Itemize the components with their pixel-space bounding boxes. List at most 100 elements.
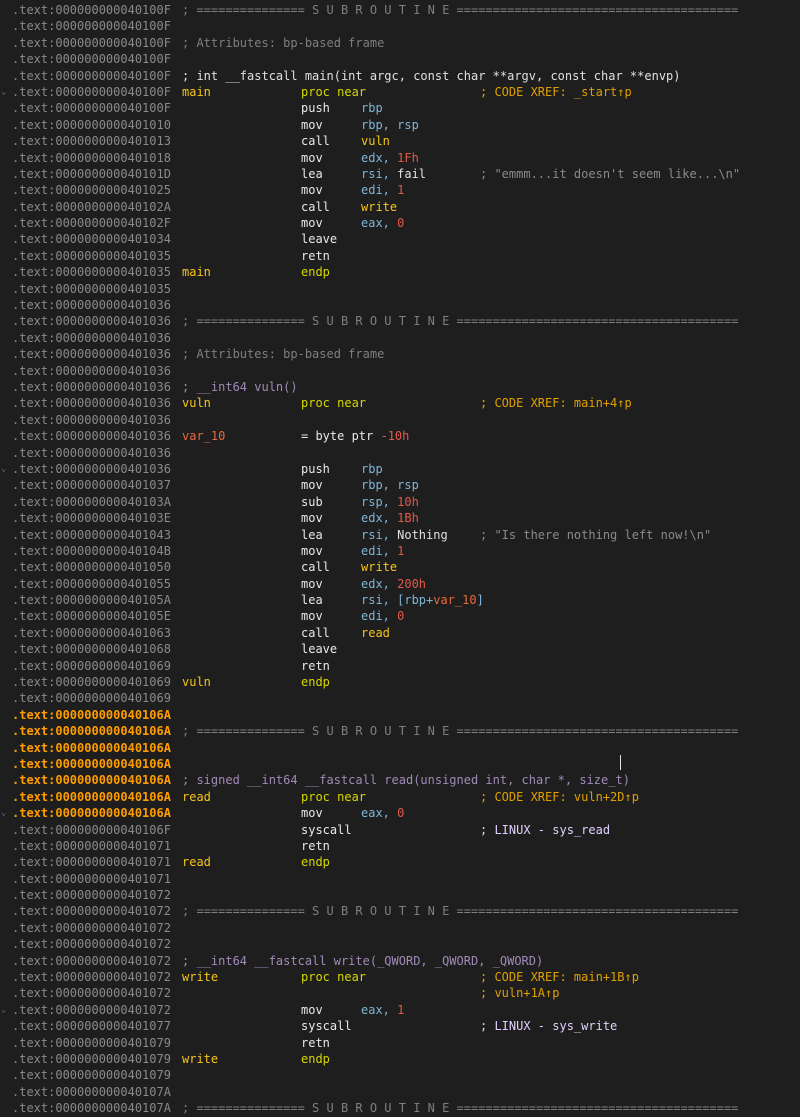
address[interactable]: .text:0000000000401071 [12,855,171,870]
listing-line[interactable]: .text:0000000000401036 [0,363,800,379]
listing-line[interactable]: .text:0000000000401036; Attributes: bp-b… [0,346,800,362]
address[interactable]: .text:0000000000401072 [12,1002,171,1017]
operand[interactable]: eax, 0 [361,805,404,821]
listing-line[interactable]: .text:0000000000401036 [0,297,800,313]
address[interactable]: .text:0000000000401034 [12,232,171,247]
address[interactable]: .text:0000000000401013 [12,134,171,149]
operand[interactable]: rbp [361,100,383,116]
operand[interactable]: write [361,199,397,215]
stack-var-label[interactable]: var_10 [182,429,226,444]
address[interactable]: .text:0000000000401072 [12,920,171,935]
function-label[interactable]: vuln [182,396,211,411]
address[interactable]: .text:0000000000401035 [12,248,171,263]
address[interactable]: .text:0000000000401063 [12,625,171,640]
operand[interactable]: edi, 0 [361,608,404,624]
listing-line[interactable]: .text:0000000000401072; =============== … [0,903,800,919]
address[interactable]: .text:000000000040106A [12,789,171,804]
listing-line[interactable]: .text:000000000040106A [0,707,800,723]
code-xref-comment[interactable]: ; CODE XREF: vuln+2D↑p [480,789,639,804]
address[interactable]: .text:000000000040106A [12,740,171,755]
operand[interactable]: edx, 200h [361,576,426,592]
address[interactable]: .text:0000000000401018 [12,150,171,165]
listing-line[interactable]: .text:000000000040106A [0,756,800,772]
address[interactable]: .text:0000000000401036 [12,330,171,345]
listing-line[interactable]: .text:0000000000401036; __int64 vuln() [0,379,800,395]
operand[interactable]: rsi, fail [361,166,426,182]
fold-chevron-icon[interactable]: ⌄ [1,86,7,97]
address[interactable]: .text:000000000040106F [12,822,171,837]
address[interactable]: .text:000000000040100F [12,19,171,34]
address[interactable]: .text:0000000000401072 [12,970,171,985]
operand-symbol[interactable]: fail [397,166,427,181]
address[interactable]: .text:000000000040103E [12,511,171,526]
listing-line[interactable]: .text:0000000000401036 [0,445,800,461]
address[interactable]: .text:0000000000401036 [12,363,171,378]
fold-chevron-icon[interactable]: ⌄ [1,463,7,474]
address[interactable]: .text:000000000040106A [12,724,171,739]
listing-line[interactable]: .text:0000000000401072; vuln+1A↑p [0,985,800,1001]
listing-line[interactable]: .text:0000000000401072; __int64 __fastca… [0,953,800,969]
fold-chevron-icon[interactable]: ⌄ [1,1004,7,1015]
operand[interactable]: edi, 1 [361,543,404,559]
address[interactable]: .text:000000000040100F [12,84,171,99]
listing-line[interactable]: .text:000000000040107A; =============== … [0,1100,800,1116]
address[interactable]: .text:000000000040107A [12,1101,171,1116]
operand[interactable]: eax, 1 [361,1002,404,1018]
listing-line[interactable]: .text:0000000000401072 [0,936,800,952]
operand[interactable]: rsi, [rbp+var_10] [361,592,484,608]
address[interactable]: .text:0000000000401072 [12,888,171,903]
address[interactable]: .text:000000000040100F [12,35,171,50]
listing-line[interactable]: .text:0000000000401069 [0,690,800,706]
address[interactable]: .text:0000000000401072 [12,986,171,1001]
code-xref-comment[interactable]: ; CODE XREF: main+1B↑p [480,970,639,985]
address[interactable]: .text:000000000040102F [12,216,171,231]
function-label[interactable]: write [182,1052,219,1066]
address[interactable]: .text:0000000000401035 [12,281,171,296]
listing-line[interactable]: .text:000000000040100F; Attributes: bp-b… [0,35,800,51]
address[interactable]: .text:0000000000401077 [12,1019,171,1034]
function-label[interactable]: read [182,855,211,870]
function-label[interactable]: read [182,789,211,804]
address[interactable]: .text:000000000040106A [12,773,171,788]
address[interactable]: .text:000000000040107A [12,1084,171,1099]
listing-line[interactable]: .text:000000000040106A [0,740,800,756]
address[interactable]: .text:000000000040101D [12,166,171,181]
operand[interactable]: rbp, rsp [361,117,419,133]
listing-line[interactable]: .text:0000000000401072 [0,887,800,903]
operand[interactable]: rbp, rsp [361,477,419,493]
address[interactable]: .text:0000000000401036 [12,445,171,460]
address[interactable]: .text:000000000040105A [12,593,171,608]
function-label[interactable]: main [182,265,211,280]
address[interactable]: .text:0000000000401068 [12,642,171,657]
code-xref-comment[interactable]: ; CODE XREF: main+4↑p [480,396,632,411]
address[interactable]: .text:0000000000401037 [12,478,171,493]
code-xref-comment[interactable]: ; CODE XREF: _start↑p [480,84,632,99]
address[interactable]: .text:0000000000401072 [12,904,171,919]
address[interactable]: .text:0000000000401036 [12,379,171,394]
listing-line[interactable]: .text:0000000000401079 [0,1067,800,1083]
listing-line[interactable]: .text:000000000040100F; =============== … [0,2,800,18]
operand-symbol[interactable]: Nothing [397,527,448,542]
listing-line[interactable]: .text:000000000040100F; int __fastcall m… [0,68,800,84]
operand[interactable]: rbp [361,461,383,477]
address[interactable]: .text:000000000040100F [12,3,171,17]
address[interactable]: .text:0000000000401036 [12,429,171,444]
operand[interactable]: edx, 1Fh [361,150,419,166]
